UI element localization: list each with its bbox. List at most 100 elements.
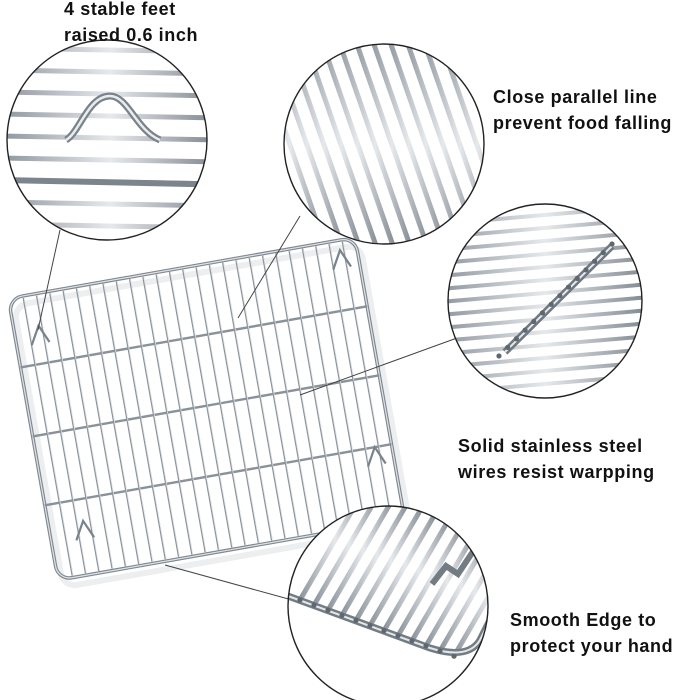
caption-edge-line2: protect your hand: [510, 636, 674, 656]
wire-joint: [574, 275, 580, 282]
detail-circle-steel: [447, 203, 643, 399]
leader-line-steel: [299, 337, 458, 396]
wire-joint: [496, 353, 502, 359]
wire-joint: [353, 617, 359, 624]
wire: [302, 248, 353, 527]
wire: [168, 271, 220, 550]
wire: [263, 255, 313, 534]
wire-joint: [522, 327, 528, 333]
wire: [315, 246, 366, 525]
wire: [143, 276, 193, 555]
wire: [90, 286, 140, 564]
wire: [311, 506, 387, 608]
wire: [325, 506, 401, 613]
wire: [7, 155, 207, 165]
wire-joint: [437, 648, 443, 654]
wire: [395, 513, 471, 639]
wire: [32, 374, 380, 438]
wire: [223, 262, 273, 541]
wire-joint: [339, 612, 345, 618]
circle-border: [447, 203, 643, 399]
wire-joint: [325, 607, 331, 613]
wire: [329, 243, 380, 522]
leader-line-feet: [37, 229, 61, 331]
wire: [195, 267, 247, 546]
wire-joint: [557, 293, 563, 299]
wire-joint: [381, 628, 387, 634]
wire: [284, 44, 350, 244]
wire: [448, 308, 642, 330]
wire: [249, 257, 300, 536]
wire: [448, 243, 642, 265]
wire: [128, 278, 180, 557]
leader-lines: [37, 215, 458, 601]
wire: [448, 230, 642, 252]
wire: [297, 506, 373, 603]
caption-edge: Smooth Edge to protect your hand: [510, 607, 673, 659]
wire: [353, 506, 429, 623]
wire: [339, 506, 415, 618]
wire: [49, 293, 100, 572]
caption-feet: 4 stable feet raised 0.6 inch: [64, 0, 198, 48]
wire: [276, 253, 326, 532]
wire: [75, 288, 127, 567]
wire: [448, 282, 642, 304]
wire: [261, 255, 313, 534]
wire: [170, 271, 220, 550]
wire-joint: [531, 318, 537, 325]
circle-border: [6, 39, 208, 241]
caption-feet-line2: raised 0.6 inch: [64, 25, 199, 45]
wire: [155, 274, 207, 553]
wire: [437, 528, 488, 654]
wire: [102, 283, 154, 562]
wire: [316, 246, 366, 524]
wire: [44, 443, 392, 507]
wire: [367, 506, 443, 628]
wire: [130, 278, 180, 557]
caption-steel: Solid stainless steel wires resist warpp…: [458, 433, 655, 485]
wire: [275, 253, 326, 532]
wire: [116, 281, 167, 560]
leader-line-edge: [164, 564, 293, 601]
wire: [199, 30, 279, 260]
wire-joint: [609, 241, 615, 247]
wire: [342, 241, 393, 520]
wire: [7, 221, 207, 231]
wire: [142, 276, 193, 555]
wire: [448, 269, 642, 291]
circle-border: [283, 43, 485, 245]
wire-joint: [600, 250, 606, 256]
rack-cross-bars: [20, 305, 392, 507]
wire-joint: [367, 622, 373, 629]
wire: [448, 321, 642, 343]
wire: [349, 44, 435, 244]
wire: [182, 269, 233, 548]
wire-joint: [311, 602, 317, 608]
wire: [366, 44, 452, 244]
wire: [7, 45, 207, 55]
wire: [50, 293, 100, 571]
wire-joint: [548, 301, 554, 307]
wire: [315, 44, 401, 244]
wire: [248, 257, 300, 536]
caption-parallel: Close parallel line prevent food falling: [493, 84, 672, 136]
leader-line-parallel: [237, 215, 301, 319]
wire: [417, 44, 484, 244]
caption-feet-line1: 4 stable feet: [64, 0, 176, 19]
wire: [448, 256, 642, 278]
wire: [332, 44, 418, 244]
wire: [7, 133, 207, 143]
wire-joint: [592, 258, 598, 264]
wire-joint: [395, 633, 401, 639]
wire: [448, 295, 642, 317]
wire: [89, 286, 140, 565]
main-rack: [8, 237, 411, 589]
wire: [222, 262, 273, 541]
caption-parallel-line2: prevent food falling: [493, 113, 673, 133]
wire-joint: [565, 284, 572, 290]
wire: [115, 281, 167, 560]
detail-circle-feet: [6, 39, 208, 241]
wire: [196, 267, 247, 546]
wire: [62, 290, 114, 569]
